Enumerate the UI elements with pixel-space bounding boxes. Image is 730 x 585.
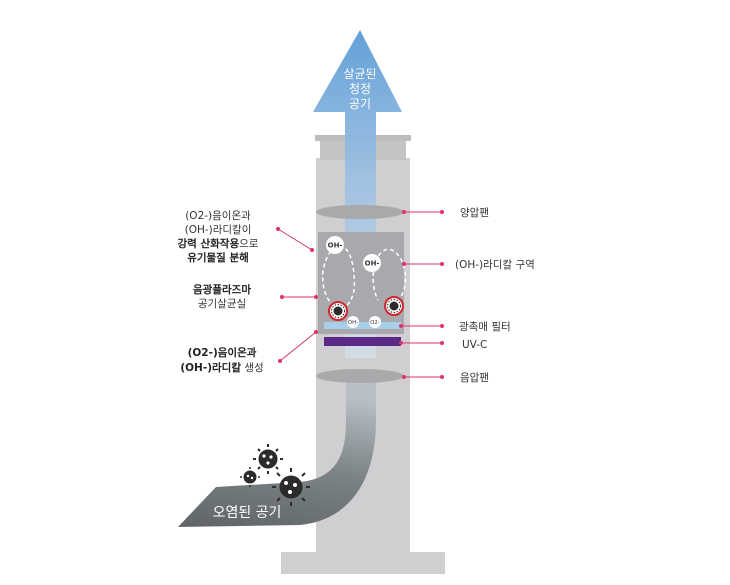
pointer-chamber <box>280 295 318 299</box>
virus-icon-small <box>240 467 260 487</box>
reaction-label-line2: (OH-)라디칼이 <box>185 223 252 236</box>
uvc-lamp <box>324 337 401 346</box>
pointer-reaction <box>276 227 314 252</box>
oh-ion-3: OH- <box>347 316 359 328</box>
tower-base <box>281 552 445 574</box>
reaction-label-line1: (O2-)음이온과 <box>185 210 251 222</box>
dirty-air-flow <box>178 378 376 527</box>
uvc-label: UV-C <box>462 339 487 351</box>
radical-zone-label: (OH-)라디칼 구역 <box>455 258 535 271</box>
positive-fan <box>316 205 404 219</box>
generation-line1: (O2-)음이온과 <box>188 346 257 359</box>
generation-bold: (OH-)라디칼 <box>180 361 241 374</box>
svg-text:OH-: OH- <box>348 320 358 326</box>
oh-ion-2: OH- <box>363 254 381 272</box>
clean-air-label-3: 공기 <box>349 97 371 111</box>
virus-in-chamber-right <box>384 296 404 316</box>
virus-icon-medium <box>253 444 283 474</box>
positive-fan-label: 양압팬 <box>460 206 489 219</box>
chamber-title: 음광플라즈마 <box>193 283 251 296</box>
clean-air-label-2: 청정 <box>349 82 371 96</box>
svg-text:OH-: OH- <box>328 242 343 250</box>
reaction-label-line4: 유기물질 분해 <box>187 251 249 264</box>
clean-air-label-1: 살균된 <box>343 67 376 81</box>
photocatalyst-filter-label: 광촉매 필터 <box>459 321 511 333</box>
dirty-air-label: 오염된 공기 <box>213 505 282 521</box>
virus-icon-large <box>272 468 310 506</box>
pointer-generation <box>278 330 318 363</box>
photocatalyst-filter <box>324 322 401 329</box>
svg-text:O2-: O2- <box>370 320 380 326</box>
pointer-positive-fan <box>402 210 444 214</box>
generation-line2: (OH-)라디칼 생성 <box>180 361 263 374</box>
o2-ion: O2- <box>369 316 381 328</box>
negative-fan-label: 음압팬 <box>460 371 489 384</box>
pointer-negative-fan <box>402 375 444 379</box>
negative-fan <box>316 369 404 383</box>
svg-text:OH-: OH- <box>365 260 380 268</box>
radical-loop-right <box>372 248 407 307</box>
generation-suffix: 생성 <box>241 362 264 374</box>
reaction-suffix: 으로 <box>239 238 259 250</box>
reaction-bold: 강력 산화작용 <box>178 237 240 250</box>
reaction-label-line3: 강력 산화작용으로 <box>178 237 259 250</box>
pointer-radical-zone <box>402 262 444 266</box>
pointer-uvc <box>399 341 444 345</box>
radical-loop-left <box>322 245 356 311</box>
pointer-filter <box>399 324 444 328</box>
virus-in-chamber-left <box>328 301 348 321</box>
chamber-subtitle: 공기살균실 <box>198 298 246 310</box>
oh-ion-1: OH- <box>326 236 344 254</box>
clean-air-arrow <box>313 30 402 358</box>
